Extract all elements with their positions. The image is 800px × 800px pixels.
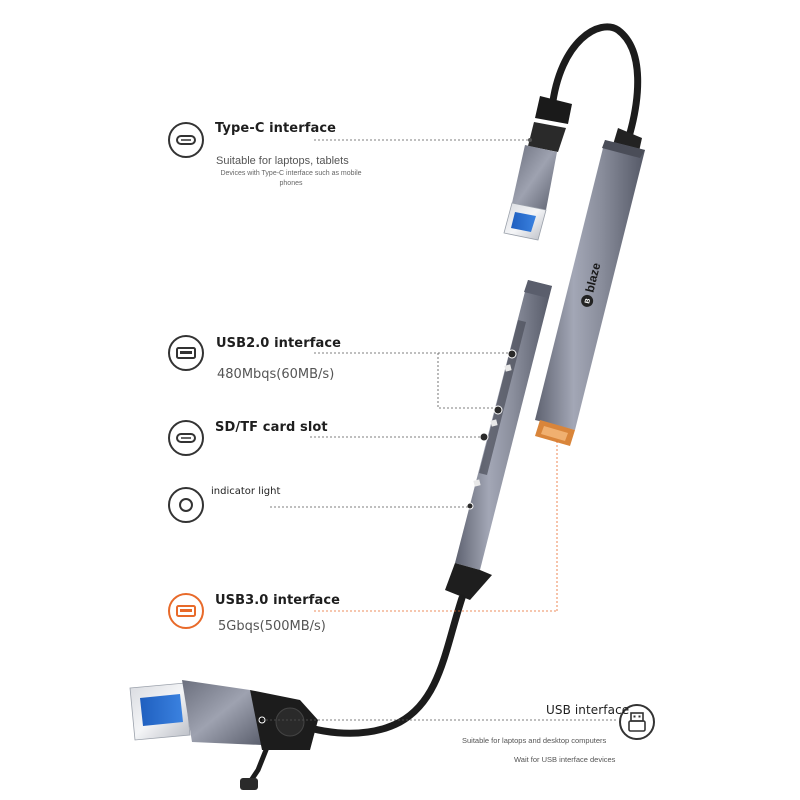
usb-a-port-icon [168, 335, 204, 371]
indicator-title: indicator light [211, 486, 281, 497]
type-c-note-line2: phones [279, 180, 303, 187]
usb3-title: USB3.0 interface [215, 593, 341, 608]
hub-card-module [455, 280, 552, 570]
usb2-port-b [493, 405, 503, 415]
leader-lines [262, 138, 616, 721]
type-c-title: Type-C interface [215, 121, 337, 136]
type-c-subtitle: Suitable for laptops, tablets [216, 155, 349, 167]
indicator-light-icon [168, 487, 204, 523]
type-c-note-line1: Devices with Type-C interface such as mo… [220, 170, 362, 177]
adapter-cable-cap [535, 96, 572, 124]
usb2-speed: 480Mbqs(60MB/s) [217, 367, 335, 382]
top-adapter [503, 96, 572, 241]
card-slot [479, 432, 489, 442]
adapter-metal-body [512, 145, 557, 210]
leader-usb2-branch [437, 353, 496, 409]
sd-tf-title: SD/TF card slot [215, 420, 328, 435]
usb-title: USB interface [546, 703, 630, 717]
usb-subtitle: Suitable for laptops and desktop compute… [462, 736, 607, 745]
bottom-usb-connector [129, 680, 318, 790]
hub-body [535, 140, 645, 430]
usb2-title: USB2.0 interface [216, 336, 342, 351]
svg-text:B: B [584, 298, 592, 305]
usb-a-port-orange-icon [168, 593, 204, 629]
usb3-speed: 5Gbqs(500MB/s) [218, 619, 326, 634]
usb2-port-a [507, 349, 517, 359]
top-cable [548, 23, 642, 144]
bottom-usb-housing [182, 680, 262, 745]
usb-note: Wait for USB interface devices [514, 755, 616, 764]
bottom-cable [296, 594, 466, 737]
usb-plug-icon [619, 704, 655, 740]
usb-c-port-icon [168, 122, 204, 158]
card-slot-icon [168, 420, 204, 456]
indicator-led [466, 502, 474, 510]
type-c-note: Devices with Type-C interface such as mo… [217, 169, 365, 189]
